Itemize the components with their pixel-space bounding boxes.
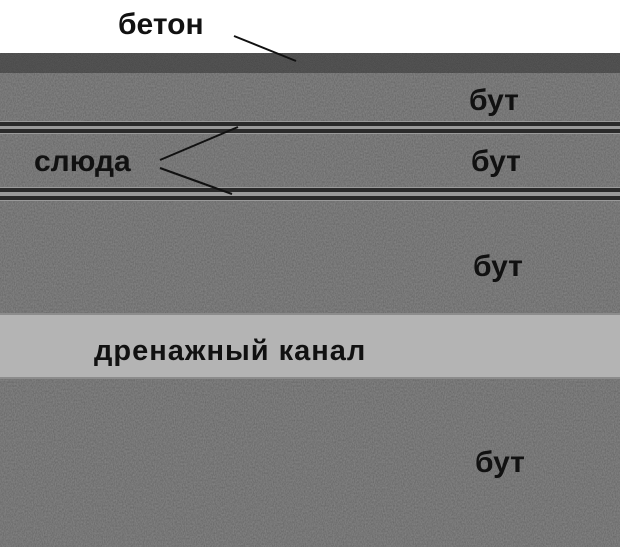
mica-leader-line-upper — [159, 126, 239, 161]
rubble-layer-2 — [0, 134, 620, 187]
drain-channel-bottom-edge — [0, 377, 620, 379]
drain-channel-label: дренажный канал — [94, 335, 366, 367]
mica-line-2b — [0, 196, 620, 200]
mica-leader-line-lower — [159, 167, 233, 195]
concrete-layer — [0, 53, 620, 73]
mica-line-2a — [0, 188, 620, 192]
concrete-leader-line — [233, 35, 297, 62]
rubble-layer-4 — [0, 379, 620, 547]
rubble-label-4: бут — [475, 446, 525, 479]
mica-line-1a — [0, 122, 620, 126]
concrete-label: бетон — [118, 8, 204, 41]
rubble-layer-1 — [0, 73, 620, 121]
rubble-layer-3 — [0, 201, 620, 313]
rubble-label-3: бут — [473, 250, 523, 283]
rubble-label-1: бут — [469, 84, 519, 117]
rubble-label-2: бут — [471, 145, 521, 178]
drain-channel-top-edge — [0, 313, 620, 315]
drain-channel — [0, 313, 620, 379]
mica-line-1b — [0, 129, 620, 133]
mica-label: слюда — [34, 145, 131, 178]
